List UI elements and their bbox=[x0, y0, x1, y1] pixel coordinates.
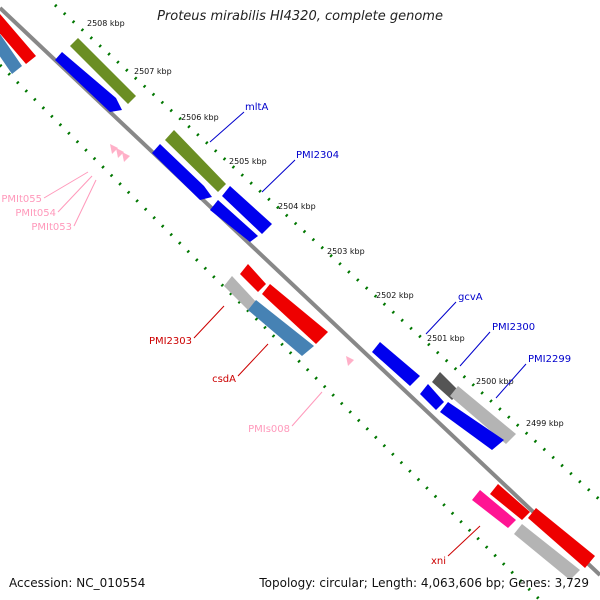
grey-feature-bottom bbox=[514, 524, 580, 580]
feature-label-mltA: mltA bbox=[245, 102, 268, 113]
red-feature-bottom-2 bbox=[528, 508, 595, 568]
tick-label-2499: 2499 kbp bbox=[526, 419, 564, 428]
blue-feature-PMI2304-a bbox=[222, 186, 272, 234]
accession-text: Accession: NC_010554 bbox=[9, 576, 146, 590]
leader-PMIt054 bbox=[57, 175, 93, 213]
olive-feature-1 bbox=[70, 38, 136, 104]
feature-label-csdA: csdA bbox=[212, 374, 236, 385]
leader-csdA bbox=[237, 343, 269, 377]
steel-feature-csdA bbox=[248, 300, 314, 356]
top-left-red-feature bbox=[0, 14, 36, 74]
blue-feature-gcvA bbox=[372, 342, 420, 386]
blue-feature-PMI2300 bbox=[420, 384, 444, 410]
tick-label-2502: 2502 kbp bbox=[376, 291, 414, 300]
pink-marker-PMIt055 bbox=[110, 144, 118, 154]
feature-label-xni: xni bbox=[431, 556, 446, 567]
grey-feature-left bbox=[224, 276, 258, 312]
red-feature-PMI2303 bbox=[262, 284, 328, 344]
pink-marker-PMIt054 bbox=[116, 148, 124, 158]
leader-PMIt053 bbox=[73, 179, 97, 227]
feature-label-PMIs008: PMIs008 bbox=[248, 424, 290, 435]
tick-label-2508: 2508 kbp bbox=[87, 19, 125, 28]
feature-label-PMIt055: PMIt055 bbox=[1, 194, 42, 205]
pink-marker-PMIt053 bbox=[122, 152, 130, 162]
pink-marker-PMIs008 bbox=[346, 356, 354, 366]
tick-label-2503: 2503 kbp bbox=[327, 247, 365, 256]
tick-label-2505: 2505 kbp bbox=[229, 157, 267, 166]
tick-label-2501: 2501 kbp bbox=[427, 334, 465, 343]
outer-tick-ring bbox=[53, 3, 600, 502]
feature-label-PMI2299: PMI2299 bbox=[528, 354, 571, 365]
tick-label-2507: 2507 kbp bbox=[134, 67, 172, 76]
blue-feature-1 bbox=[55, 52, 122, 112]
leader-PMIt055 bbox=[43, 171, 89, 199]
map-title: Proteus mirabilis HI4320, complete genom… bbox=[157, 9, 443, 24]
blue-feature-PMI2299 bbox=[440, 402, 504, 450]
feature-label-PMI2300: PMI2300 bbox=[492, 322, 535, 333]
leader-PMIs008 bbox=[291, 391, 323, 427]
leader-PMI2300 bbox=[459, 331, 491, 367]
inner-tick-ring bbox=[0, 63, 542, 600]
feature-label-PMI2304: PMI2304 bbox=[296, 150, 339, 161]
feature-label-PMIt054: PMIt054 bbox=[15, 208, 56, 219]
leader-PMI2299 bbox=[495, 363, 527, 399]
tick-label-2500: 2500 kbp bbox=[476, 377, 514, 386]
feature-label-PMI2303: PMI2303 bbox=[149, 336, 192, 347]
leader-PMI2304 bbox=[261, 159, 296, 193]
grey-feature-PMI2300 bbox=[450, 386, 516, 444]
leader-xni bbox=[447, 525, 481, 557]
red-feature-PMI2303-small bbox=[240, 264, 266, 292]
genome-summary-text: Topology: circular; Length: 4,063,606 bp… bbox=[259, 576, 589, 590]
leader-gcvA bbox=[425, 301, 457, 335]
blue-feature-mltA bbox=[152, 144, 212, 200]
leader-PMI2303 bbox=[193, 305, 225, 339]
red-feature-bottom-1 bbox=[490, 484, 530, 520]
tick-label-2504: 2504 kbp bbox=[278, 202, 316, 211]
feature-label-PMIt053: PMIt053 bbox=[31, 222, 72, 233]
tick-label-2506: 2506 kbp bbox=[181, 113, 219, 122]
olive-feature-2 bbox=[165, 130, 226, 192]
leader-mltA bbox=[209, 111, 245, 143]
pink-feature-xni bbox=[472, 490, 516, 528]
feature-label-gcvA: gcvA bbox=[458, 292, 483, 303]
blue-feature-PMI2304-b bbox=[210, 200, 258, 242]
